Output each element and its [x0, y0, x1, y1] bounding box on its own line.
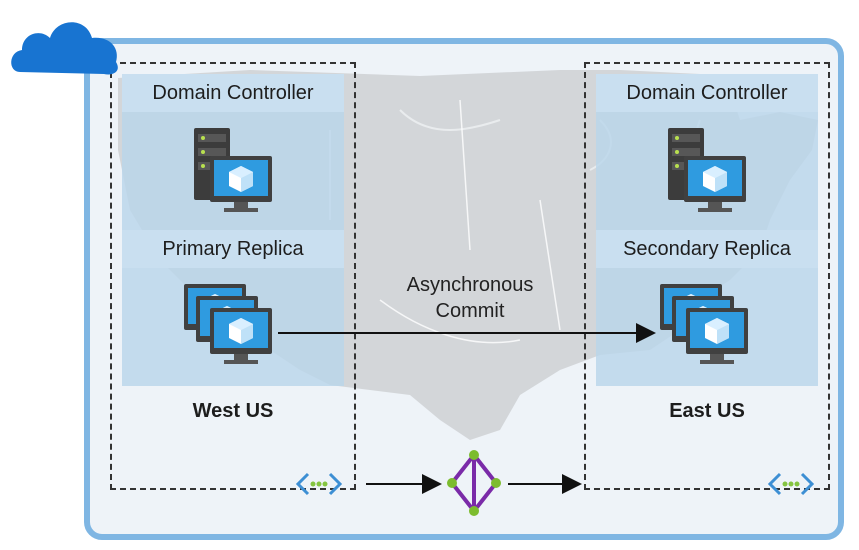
west-us-label: West US	[192, 400, 274, 422]
east-us-label: East US	[669, 400, 745, 422]
cloud-icon	[11, 22, 118, 75]
west-replica-vm-icon-3	[210, 308, 272, 364]
west-domain-controller-label: Domain Controller	[122, 74, 344, 112]
east-dc-vm-icon	[684, 156, 746, 212]
west-vnet-icon	[296, 472, 342, 496]
secondary-replica-label: Secondary Replica	[596, 230, 818, 268]
asynchronous-commit-label: Asynchronous Commit	[360, 272, 580, 324]
west-region-boundary	[110, 62, 356, 490]
vnet-peering-icon	[447, 450, 501, 516]
east-replica-vm-icon-3	[686, 308, 748, 364]
commit-line-2: Commit	[435, 300, 505, 322]
primary-replica-label: Primary Replica	[122, 230, 344, 268]
east-region-boundary	[584, 62, 830, 490]
east-domain-controller-label: Domain Controller	[596, 74, 818, 112]
commit-line-1: Asynchronous	[406, 274, 534, 296]
east-vnet-icon	[768, 472, 814, 496]
west-dc-vm-icon	[210, 156, 272, 212]
